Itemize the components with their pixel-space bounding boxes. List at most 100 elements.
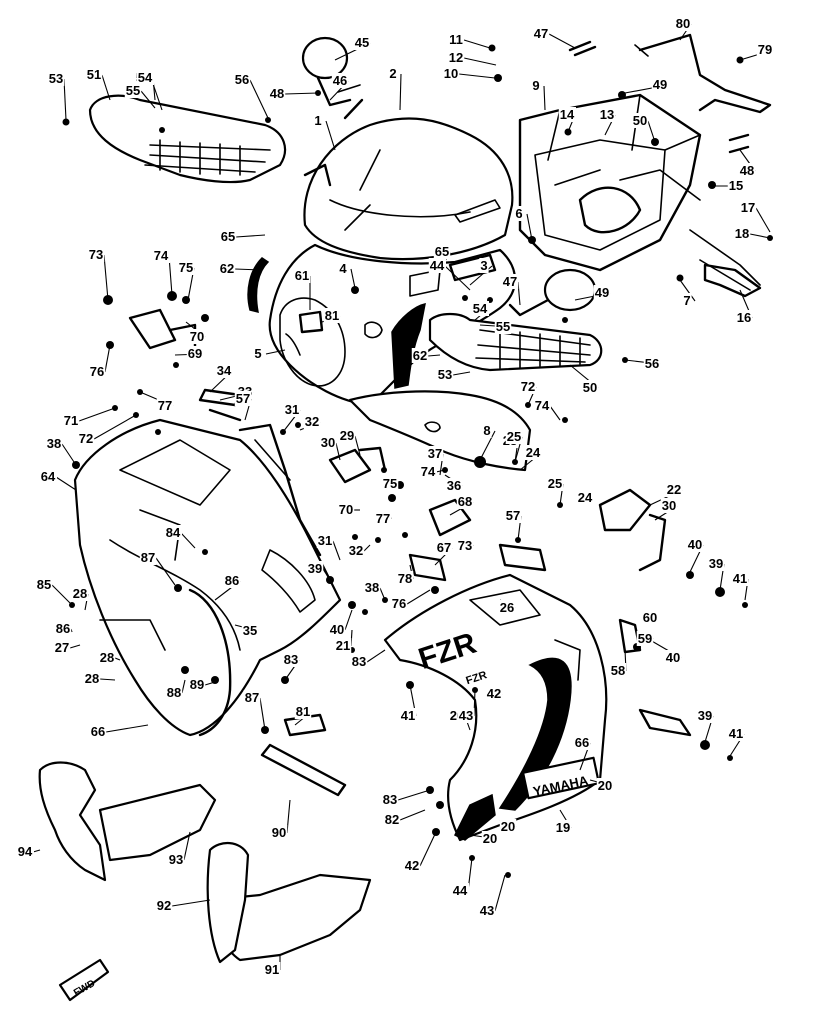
callout-backing <box>576 490 594 505</box>
lower-cowl-92 <box>206 842 250 964</box>
callout-number: 19 <box>556 820 570 835</box>
leader-line <box>61 443 77 466</box>
leader-line <box>78 407 116 422</box>
callout-number: 59 <box>638 631 652 646</box>
callout-number: 39 <box>698 708 712 723</box>
callout-backing <box>573 735 591 750</box>
leader-line <box>363 544 371 552</box>
callout-backing <box>696 708 714 723</box>
leader-line <box>155 557 176 586</box>
callout-backing <box>45 436 63 451</box>
callout-number: 90 <box>272 825 286 840</box>
leader-line <box>344 609 353 631</box>
callout-backing <box>16 844 34 859</box>
callout-backing <box>155 898 173 913</box>
callout-number: 39 <box>308 561 322 576</box>
leader-line <box>204 681 216 686</box>
callout-number: 94 <box>18 844 33 859</box>
callout-backing <box>177 260 195 275</box>
callout-number: 20 <box>483 831 497 846</box>
leader-line <box>332 540 341 561</box>
leader-line <box>350 268 356 289</box>
callout-backing <box>399 708 417 723</box>
callout-number: 17 <box>741 200 755 215</box>
callout-number: 55 <box>496 319 510 334</box>
callout-number: 84 <box>166 525 181 540</box>
callout-backing <box>631 113 649 128</box>
callout-backing <box>498 600 516 615</box>
callout-number: 5 <box>254 346 261 361</box>
callout-number: 58 <box>611 663 625 678</box>
leader-line <box>397 789 431 801</box>
callout-backing <box>739 200 757 215</box>
callout-number: 38 <box>47 436 61 451</box>
callout-backing <box>167 852 185 867</box>
callout-backing <box>374 511 392 526</box>
callout-number: 20 <box>598 778 612 793</box>
callout-number: 48 <box>270 86 284 101</box>
callout-number: 76 <box>90 364 104 379</box>
callout-backing <box>546 476 564 491</box>
leader-line <box>647 120 656 143</box>
callout-backing <box>62 413 80 428</box>
callout-backing <box>186 346 204 361</box>
lower-cowl-94 <box>38 761 107 882</box>
callout-number: 60 <box>643 610 657 625</box>
callout-number: 24 <box>526 445 541 460</box>
callout-number: 11 <box>449 32 463 47</box>
callout-backing <box>435 540 453 555</box>
callout-backing <box>756 42 774 57</box>
callout-number: 30 <box>662 498 676 513</box>
callout-backing <box>243 690 261 705</box>
leader-line <box>397 483 401 487</box>
callout-number: 35 <box>243 623 257 638</box>
callout-number: 87 <box>245 690 259 705</box>
callout-number: 93 <box>169 852 183 867</box>
callout-backing <box>505 429 523 444</box>
callout-backing <box>674 16 692 31</box>
callout-number: 83 <box>284 652 298 667</box>
callout-number: 77 <box>158 398 172 413</box>
leader-line <box>93 414 137 440</box>
leader-line <box>406 589 431 605</box>
callout-backing <box>664 650 682 665</box>
callout-backing <box>139 550 157 565</box>
leader-line <box>517 281 521 306</box>
leader-line <box>399 73 402 111</box>
callout-backing <box>328 622 346 637</box>
left-upper-bracket <box>238 423 322 557</box>
callout-backing <box>501 274 519 289</box>
callout-number: 7 <box>683 293 690 308</box>
callout-backing <box>433 244 451 259</box>
callout-backing <box>426 446 444 461</box>
callout-number: 32 <box>305 414 319 429</box>
callout-number: 88 <box>167 685 181 700</box>
callout-backing <box>388 66 398 81</box>
leader-line <box>105 724 149 733</box>
callout-backing <box>71 586 89 601</box>
leader-line <box>435 469 446 473</box>
callout-backing <box>268 86 286 101</box>
callout-backing <box>456 494 474 509</box>
callout-number: 42 <box>487 686 501 701</box>
callout-backing <box>188 677 206 692</box>
callout-number: 78 <box>398 571 412 586</box>
callout-number: 74 <box>421 464 436 479</box>
callout-number: 29 <box>340 428 354 443</box>
callout-number: 28 <box>73 586 87 601</box>
callout-backing <box>660 498 678 513</box>
callout-backing <box>519 379 537 394</box>
callout-backing <box>53 640 71 655</box>
callout-backing <box>350 654 368 669</box>
callout-number: 46 <box>333 73 347 88</box>
callout-number: 53 <box>438 367 452 382</box>
callout-number: 31 <box>285 402 299 417</box>
callout-backing <box>215 363 233 378</box>
callout-number: 72 <box>79 431 93 446</box>
callout-number: 86 <box>225 573 239 588</box>
callout-number: 85 <box>37 577 51 592</box>
callout-number: 47 <box>534 26 548 41</box>
callout-number: 21 <box>336 638 350 653</box>
leader-line <box>354 435 361 456</box>
leader-line <box>444 265 471 291</box>
